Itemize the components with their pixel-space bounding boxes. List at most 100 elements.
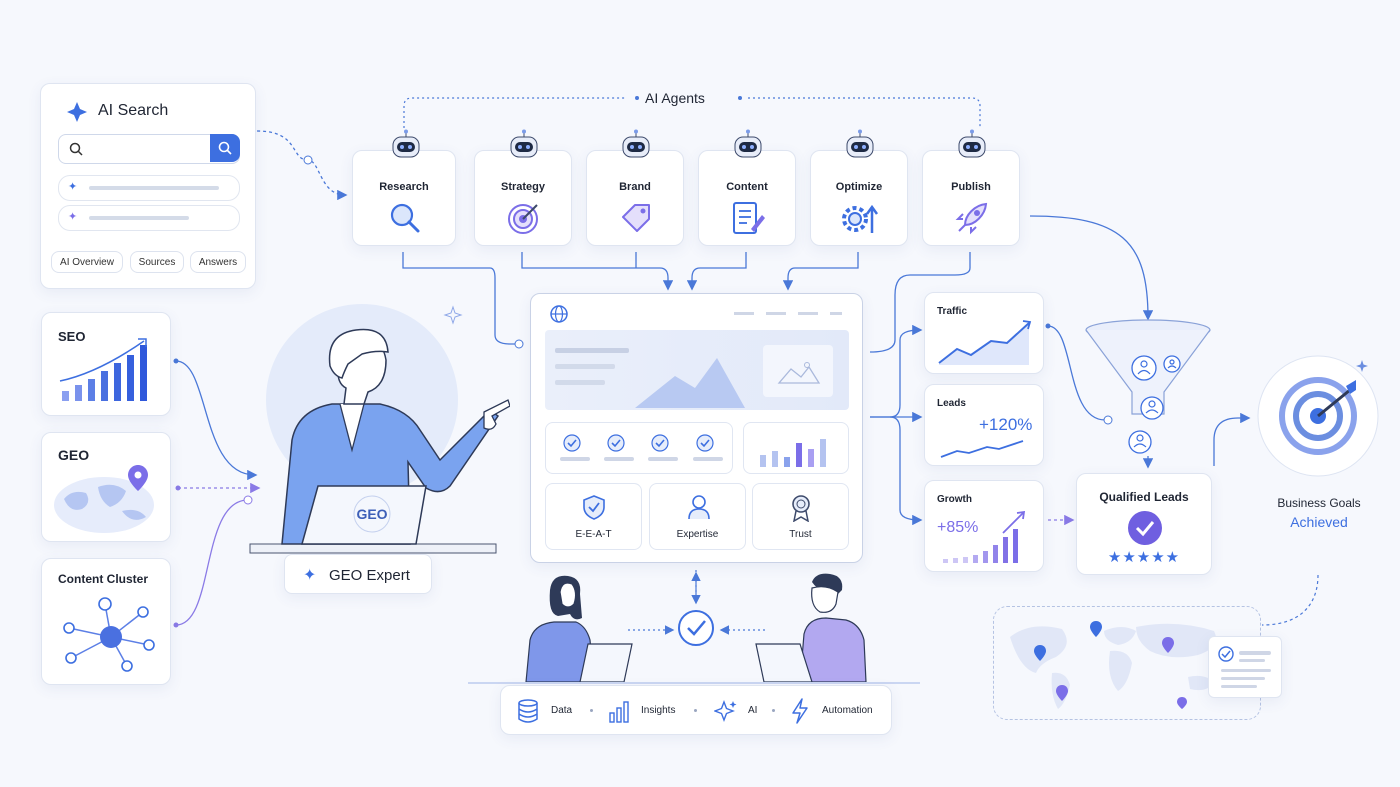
goal-target-icon <box>1257 355 1379 477</box>
growth-card: Growth +85% <box>924 480 1044 572</box>
sparkle-icon: ✦ <box>303 567 317 584</box>
robot-icon <box>734 129 762 158</box>
team-illustration <box>525 573 867 682</box>
geo-expert-label: GEO Expert <box>329 567 410 584</box>
leads-trend-line <box>940 440 1024 458</box>
ai-search-title: AI Search <box>98 102 169 119</box>
agent-label: Brand <box>619 181 651 193</box>
hero-banner <box>545 330 849 410</box>
network-graph-icon <box>63 597 155 672</box>
leads-value: +120% <box>979 415 1033 434</box>
checklist-panel <box>545 422 733 474</box>
mini-bar-chart <box>743 422 849 474</box>
goal-line2: Achieved <box>1290 514 1348 530</box>
pillar-label: Expertise <box>676 529 719 540</box>
sparkle-icon: ✦ <box>68 211 78 223</box>
sparkles-icon <box>714 700 737 722</box>
agent-brand[interactable]: Brand <box>586 129 684 246</box>
traffic-label: Traffic <box>937 306 968 317</box>
report-card-icon <box>1208 636 1282 698</box>
leads-label: Leads <box>937 398 966 409</box>
magnifier-icon <box>390 203 420 233</box>
world-map-panel <box>993 606 1261 720</box>
globe-pin-icon <box>54 465 154 533</box>
seo-bar-chart-icon <box>59 338 147 401</box>
agent-label: Research <box>379 181 429 193</box>
agent-label: Optimize <box>835 181 883 193</box>
agent-strategy[interactable]: Strategy <box>474 129 572 246</box>
agent-label: Strategy <box>500 181 546 193</box>
database-icon <box>518 699 538 723</box>
dashboard-window: E-E-A-T Expertise Trust <box>530 293 863 563</box>
content-cluster-card: Content Cluster <box>41 558 171 685</box>
ai-agents-title: AI Agents <box>645 90 705 106</box>
growth-value: +85% <box>937 519 979 536</box>
pillar-trust: Trust <box>752 483 849 550</box>
agent-label: Publish <box>951 181 991 193</box>
user-icon <box>688 495 710 520</box>
bar-chart-icon <box>609 701 629 723</box>
qualified-leads-card: Qualified Leads ★★★★★ <box>1076 473 1212 575</box>
growth-bar-chart <box>943 511 1026 563</box>
agent-label: Content <box>726 181 768 193</box>
geo-expert-illustration: GEO <box>249 304 510 554</box>
target-icon <box>508 204 538 234</box>
lead-funnel-icon <box>1085 319 1211 454</box>
shield-check-icon <box>583 495 605 520</box>
geo-expert-badge: ✦ GEO Expert <box>284 554 432 594</box>
award-badge-icon <box>792 495 810 522</box>
sparkle-icon: ✦ <box>68 181 78 193</box>
content-cluster-label: Content Cluster <box>58 572 148 586</box>
seo-card: SEO <box>41 312 171 416</box>
tab-ai-overview[interactable]: AI Overview <box>51 251 123 273</box>
pillar-label: Trust <box>789 529 812 540</box>
robot-icon <box>622 129 650 158</box>
pillar-label: E-E-A-T <box>575 529 612 540</box>
bottom-item-label: Insights <box>641 705 676 716</box>
rocket-icon <box>955 202 988 235</box>
lightning-icon <box>792 698 808 724</box>
pillar-expertise: Expertise <box>649 483 746 550</box>
agent-optimize[interactable]: Optimize <box>810 129 908 246</box>
bottom-item-label: Automation <box>822 705 873 716</box>
agent-research[interactable]: Research <box>352 129 456 246</box>
traffic-area-chart <box>938 320 1032 365</box>
agent-content[interactable]: Content <box>698 129 796 246</box>
leads-card: Leads +120% <box>924 384 1044 466</box>
document-edit-icon <box>733 202 765 234</box>
pillar-eeat: E-E-A-T <box>545 483 642 550</box>
search-icon <box>69 142 83 156</box>
check-badge-icon <box>1128 511 1162 545</box>
capabilities-bar: Data Insights AI Automation <box>500 685 892 735</box>
search-button[interactable] <box>210 134 240 162</box>
agent-publish[interactable]: Publish <box>922 129 1020 246</box>
robot-icon <box>392 129 420 158</box>
geo-card: GEO <box>41 432 171 542</box>
world-map-icon <box>1010 621 1216 709</box>
laptop-geo-label: GEO <box>356 506 387 522</box>
search-icon <box>218 141 232 155</box>
image-placeholder-icon <box>763 345 833 397</box>
approval-check-icon <box>678 610 714 646</box>
bar-chart-icon <box>760 439 826 467</box>
mountain-image-icon <box>635 358 745 408</box>
globe-icon <box>550 305 568 323</box>
search-input[interactable] <box>58 134 240 164</box>
result-row: ✦ <box>58 175 240 201</box>
gear-upgrade-icon <box>842 204 879 233</box>
star-rating: ★★★★★ <box>1107 549 1181 566</box>
check-circle-icon <box>560 434 723 461</box>
goal-line1: Business Goals <box>1277 496 1361 510</box>
tab-sources[interactable]: Sources <box>130 251 184 273</box>
seo-label: SEO <box>58 329 86 344</box>
tab-answers[interactable]: Answers <box>190 251 246 273</box>
menu-dashes <box>734 312 842 315</box>
qualified-leads-label: Qualified Leads <box>1099 490 1189 504</box>
traffic-card: Traffic <box>924 292 1044 374</box>
bottom-item-label: Data <box>551 705 573 716</box>
robot-icon <box>510 129 538 158</box>
result-row: ✦ <box>58 205 240 231</box>
ai-search-card: AI Search ✦ ✦ AI Overview Sources Answer… <box>40 83 256 289</box>
tag-icon <box>622 204 650 232</box>
